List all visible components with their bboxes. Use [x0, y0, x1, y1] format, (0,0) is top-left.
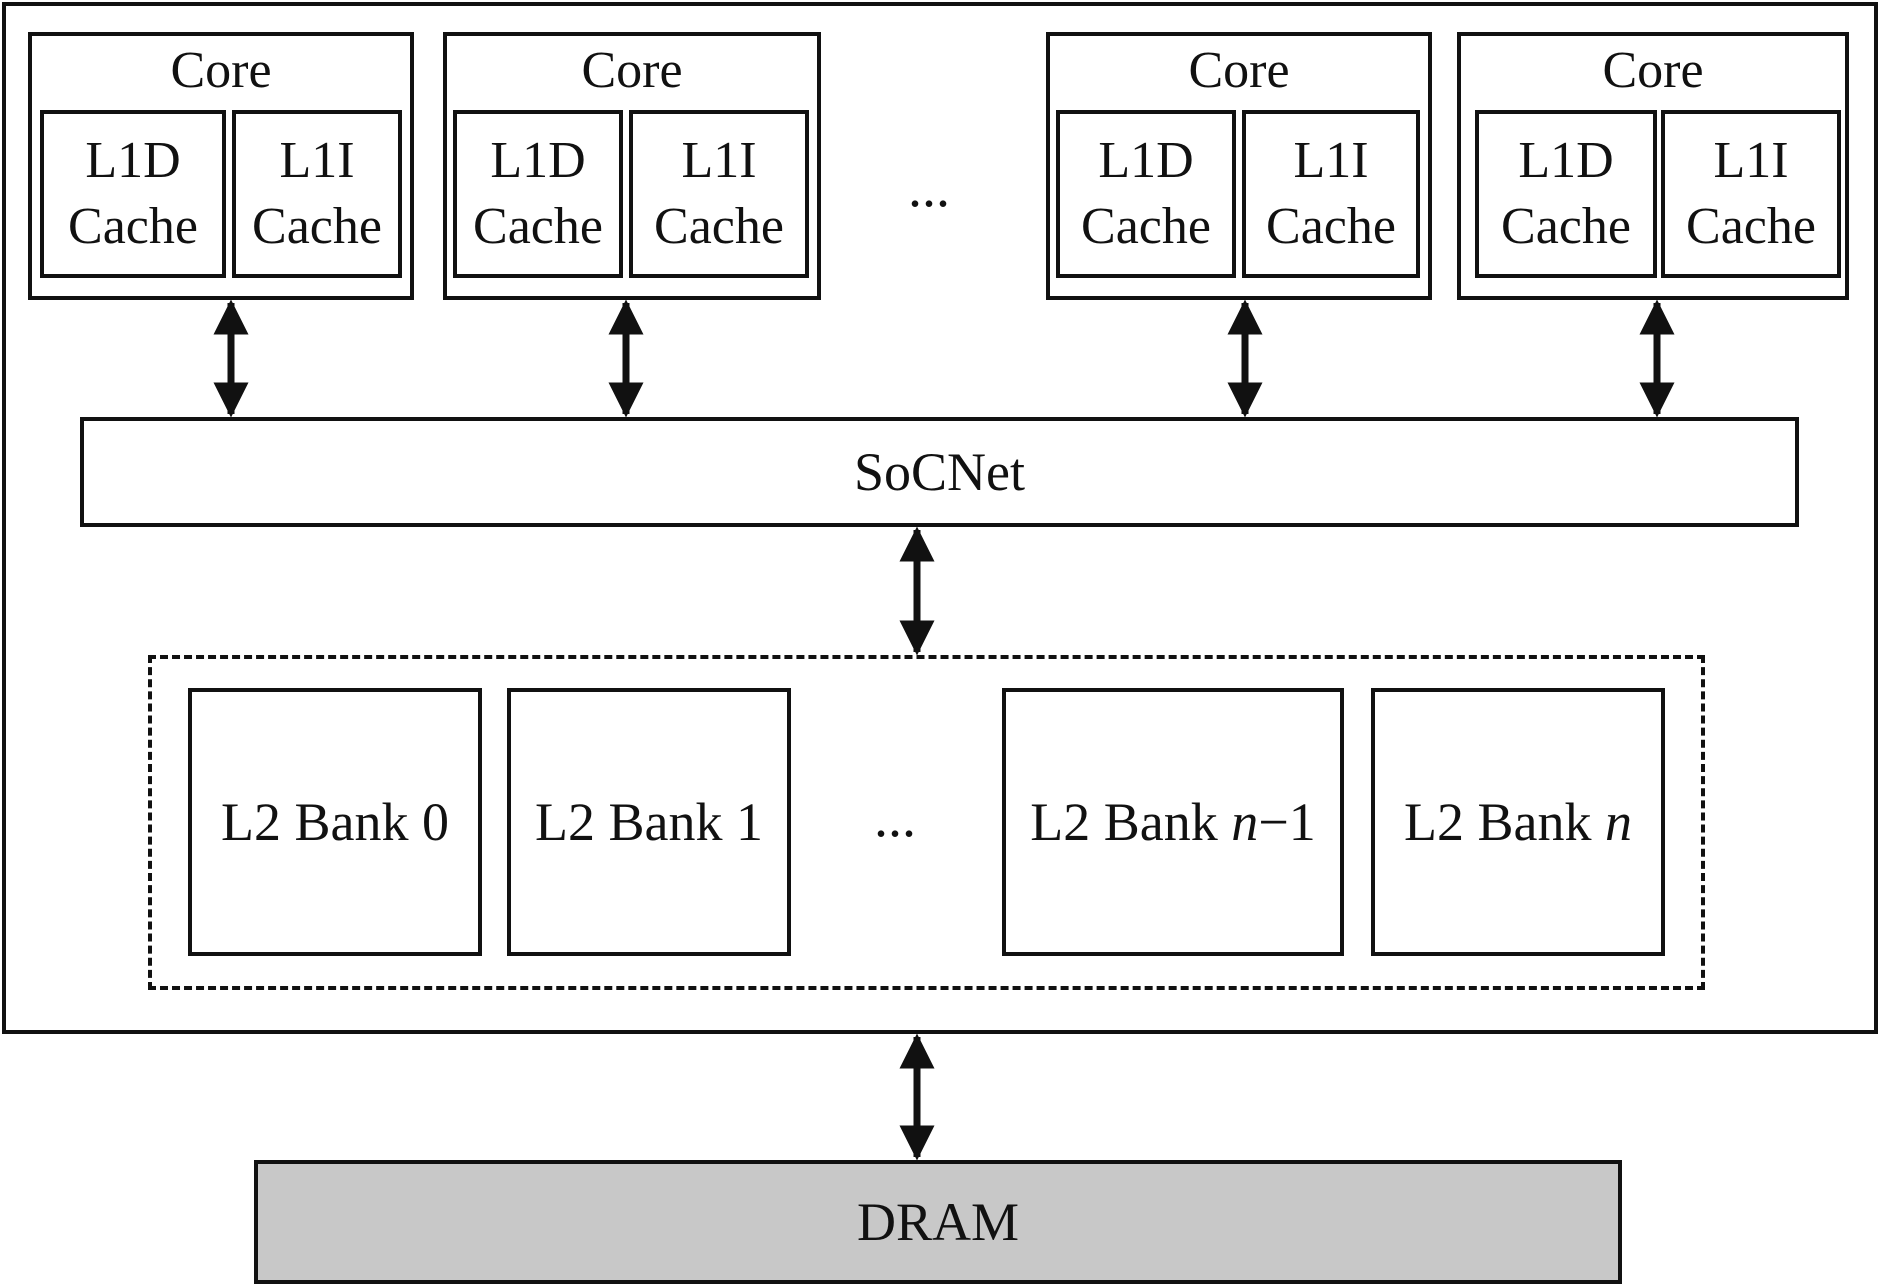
- l1i-cache-label-line2: Cache: [654, 198, 784, 255]
- l1i-cache-block: L1I Cache: [232, 110, 402, 278]
- l1i-cache-label-line1: L1I: [1713, 132, 1789, 189]
- l1d-cache-block: L1D Cache: [1056, 110, 1236, 278]
- l2-bank-label: L2 Bank 0: [221, 792, 449, 852]
- l1d-cache-label-line1: L1D: [1518, 132, 1614, 189]
- l1i-cache-block: L1I Cache: [1661, 110, 1841, 278]
- l1d-cache-label-line2: Cache: [473, 198, 603, 255]
- l1d-cache-label-line2: Cache: [68, 198, 198, 255]
- l1i-cache-label-line2: Cache: [1266, 198, 1396, 255]
- l1d-cache-label-line1: L1D: [1098, 132, 1194, 189]
- l1i-cache-label-line2: Cache: [1686, 198, 1816, 255]
- l2-bank-label: L2 Bank n: [1404, 792, 1632, 852]
- l1i-cache-block: L1I Cache: [1242, 110, 1420, 278]
- core-title: Core: [581, 42, 683, 99]
- l1d-cache-label-line2: Cache: [1081, 198, 1211, 255]
- l1i-cache-block: L1I Cache: [629, 110, 809, 278]
- dram-block: DRAM: [254, 1160, 1622, 1284]
- l1d-cache-label-line1: L1D: [85, 132, 181, 189]
- socnet-block: SoCNet: [80, 417, 1799, 527]
- dram-label: DRAM: [856, 1192, 1020, 1252]
- l2-bank-label: L2 Bank n−1: [1030, 792, 1316, 852]
- l2-bank-block: L2 Bank 0: [188, 688, 482, 956]
- l2-bank-block: L2 Bank 1: [507, 688, 791, 956]
- l1i-cache-label-line2: Cache: [252, 198, 382, 255]
- core-ellipsis: ...: [908, 157, 950, 219]
- l1i-cache-label-line1: L1I: [279, 132, 355, 189]
- bank-ellipsis: ...: [874, 787, 916, 849]
- l1d-cache-label-line1: L1D: [490, 132, 586, 189]
- l1d-cache-label-line2: Cache: [1501, 198, 1631, 255]
- l2-bank-group: [148, 655, 1705, 990]
- l2-bank-block: L2 Bank n−1: [1002, 688, 1344, 956]
- l2-bank-label: L2 Bank 1: [535, 792, 763, 852]
- core-title: Core: [1188, 42, 1290, 99]
- l1i-cache-label-line1: L1I: [681, 132, 757, 189]
- l1d-cache-block: L1D Cache: [1475, 110, 1657, 278]
- l1d-cache-block: L1D Cache: [453, 110, 623, 278]
- l1d-cache-block: L1D Cache: [40, 110, 226, 278]
- core-title: Core: [170, 42, 272, 99]
- core-title: Core: [1602, 42, 1704, 99]
- l2-bank-block: L2 Bank n: [1371, 688, 1665, 956]
- l1i-cache-label-line1: L1I: [1293, 132, 1369, 189]
- socnet-label: SoCNet: [853, 442, 1026, 502]
